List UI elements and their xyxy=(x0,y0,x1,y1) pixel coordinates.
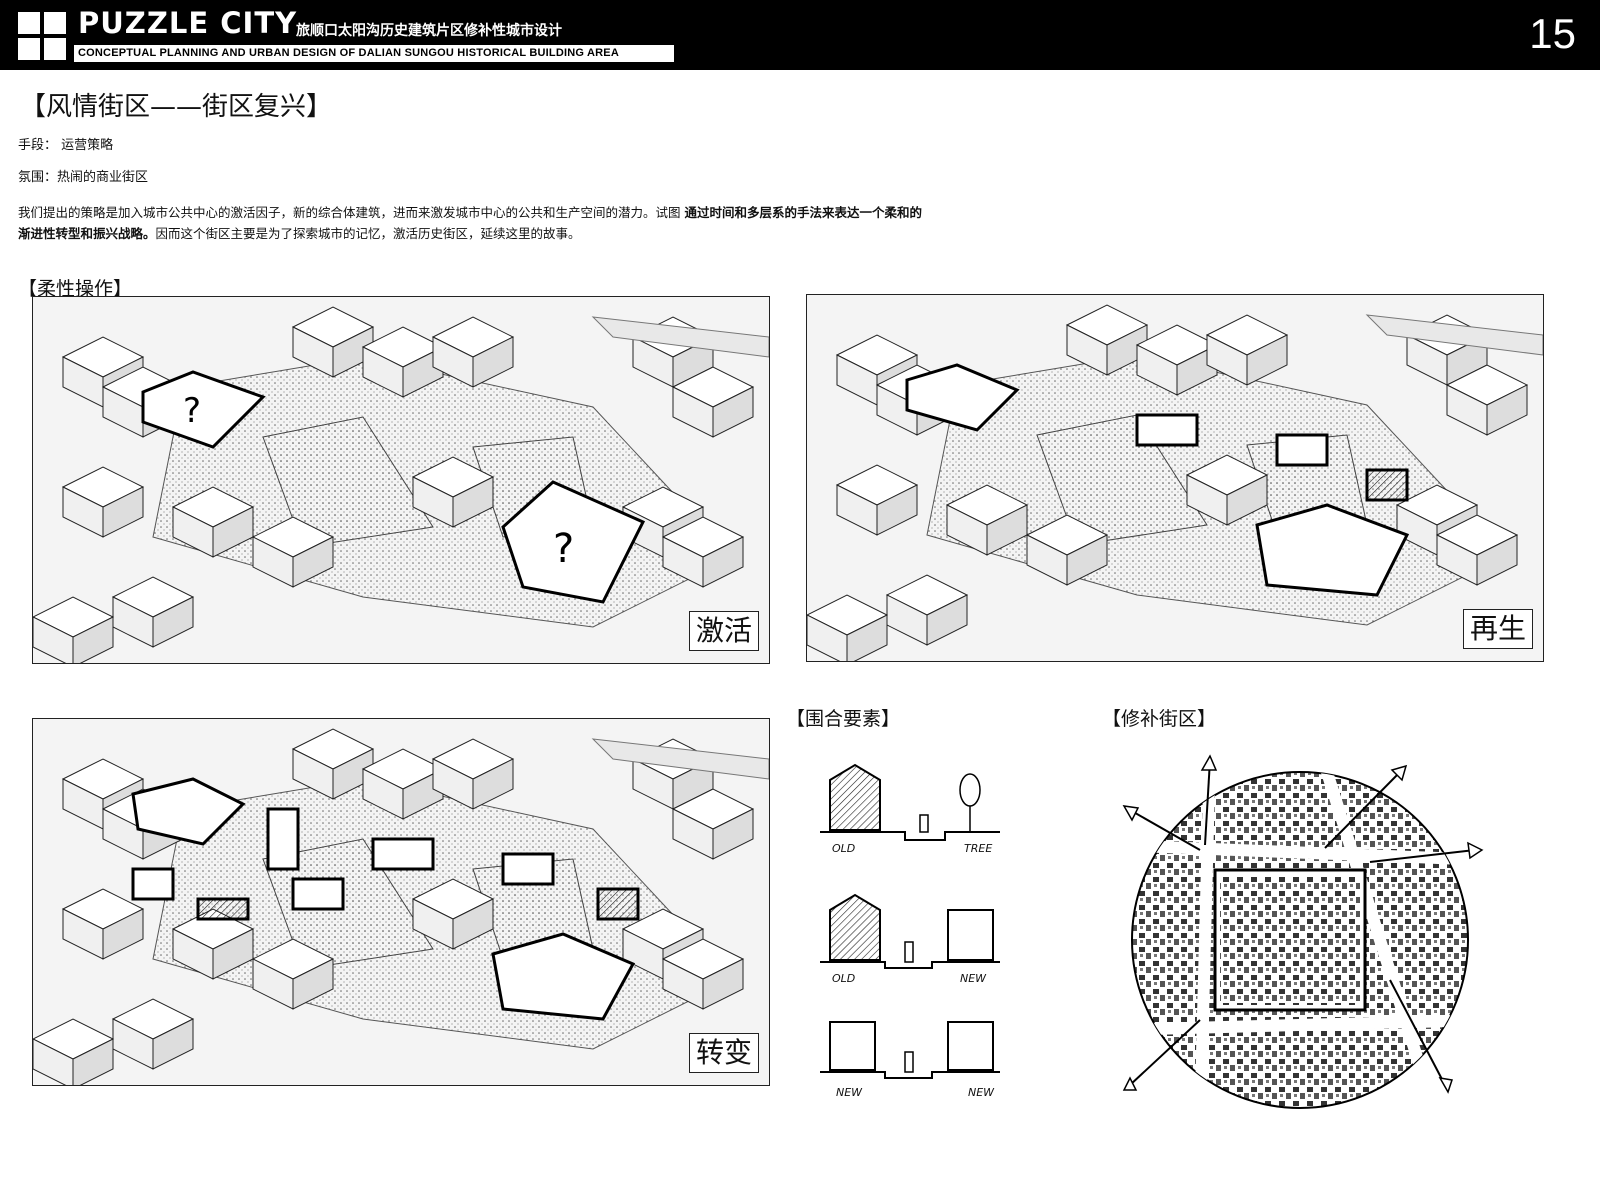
para-bold-1: 通过时间和多层系的手法来表达一个柔和的 xyxy=(684,205,922,220)
page-number: 15 xyxy=(1529,10,1576,57)
label-new-1: NEW xyxy=(960,972,987,985)
panel-regenerate: 再生 xyxy=(806,294,1544,662)
panel-regenerate-drawing xyxy=(807,295,1543,661)
means-text: 手段： 运营策略 xyxy=(18,138,114,153)
panel-activate-drawing: ? ? xyxy=(33,297,769,663)
panel-activate: ? ? 激活 xyxy=(32,296,770,664)
label-new-2: NEW xyxy=(836,1086,863,1099)
para-text-1: 我们提出的策略是加入城市公共中心的激活因子，新的综合体建筑，进而来激发城市中心的… xyxy=(18,205,685,220)
header-bar: PUZZLE CITY 旅顺口太阳沟历史建筑片区修补性城市设计 CONCEPTU… xyxy=(0,0,1600,70)
repair-title: 【修补街区】 xyxy=(1102,708,1217,730)
description-paragraph: 我们提出的策略是加入城市公共中心的激活因子，新的综合体建筑，进而来激发城市中心的… xyxy=(18,202,1018,244)
section-title: 【风情街区——街区复兴】 xyxy=(20,92,333,122)
en-title-bar xyxy=(74,45,674,62)
repair-map xyxy=(1122,754,1484,1109)
panel-label-activate: 激活 xyxy=(688,611,759,651)
atmosphere-text: 氛围：热闹的商业街区 xyxy=(18,170,149,185)
enclosure-title: 【围合要素】 xyxy=(786,708,901,730)
brand-title: PUZZLE CITY xyxy=(78,6,298,40)
label-old-1: OLD xyxy=(832,842,856,855)
logo-grid-icon xyxy=(18,12,66,60)
label-old-2: OLD xyxy=(832,972,856,985)
label-new-3: NEW xyxy=(968,1086,995,1099)
label-tree: TREE xyxy=(964,842,993,855)
panel-label-transform: 转变 xyxy=(688,1033,759,1073)
project-title-cn: 旅顺口太阳沟历史建筑片区修补性城市设计 xyxy=(296,23,562,39)
soft-ops-title: 【柔性操作】 xyxy=(18,278,133,300)
para-bold-2: 渐进性转型和振兴战略。 xyxy=(18,226,156,241)
question-mark-icon: ? xyxy=(553,526,574,572)
enclosure-sketches xyxy=(820,763,1000,1079)
panel-transform-drawing xyxy=(33,719,769,1085)
panel-label-regenerate: 再生 xyxy=(1462,609,1533,649)
para-text-2: 因而这个街区主要是为了探索城市的记忆，激活历史街区，延续这里的故事。 xyxy=(155,226,581,241)
panel-transform: 转变 xyxy=(32,718,770,1086)
project-title-en: CONCEPTUAL PLANNING AND URBAN DESIGN OF … xyxy=(78,47,619,59)
question-mark-icon: ? xyxy=(183,391,201,431)
